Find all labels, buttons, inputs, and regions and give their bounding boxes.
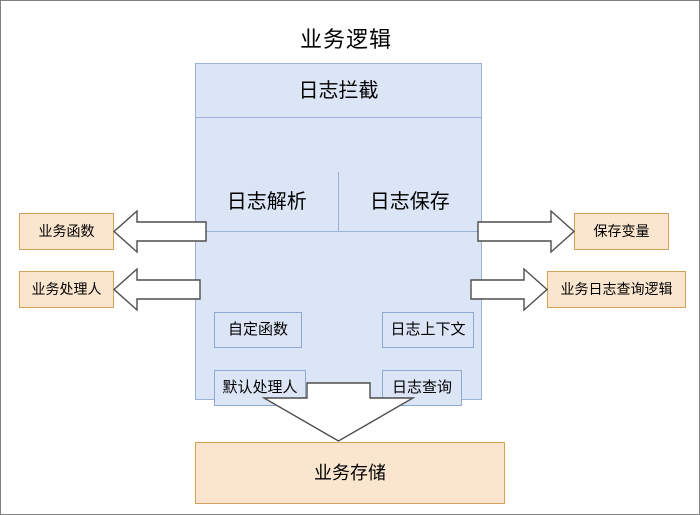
log-interception-panel: 日志拦截 日志解析 日志保存 自定函数 日志上下文 默认处理人 日志查询 日志存… — [195, 63, 482, 454]
arrow-to-business-handler — [112, 267, 201, 312]
page-title: 业务逻辑 — [299, 27, 392, 52]
panel-split-row: 日志解析 日志保存 — [196, 172, 481, 232]
box-business-function: 业务函数 — [19, 213, 114, 250]
box-default-handler: 默认处理人 — [214, 370, 306, 406]
arrow-to-save-variable — [477, 209, 576, 254]
box-custom-function: 自定函数 — [214, 312, 302, 348]
box-business-handler: 业务处理人 — [19, 271, 114, 308]
cell-log-parse: 日志解析 — [196, 172, 339, 231]
arrow-to-business-function — [112, 209, 207, 254]
box-log-context: 日志上下文 — [382, 312, 474, 348]
box-business-log-query-logic: 业务日志查询逻辑 — [547, 271, 686, 308]
panel-header: 日志拦截 — [196, 64, 481, 118]
arrow-to-business-log-query-logic — [470, 267, 549, 312]
box-save-variable: 保存变量 — [574, 213, 669, 250]
cell-log-save: 日志保存 — [369, 191, 450, 213]
box-business-storage: 业务存储 — [195, 442, 505, 504]
box-log-query: 日志查询 — [382, 370, 462, 406]
panel-body-row: 自定函数 日志上下文 默认处理人 日志查询 — [196, 292, 481, 454]
